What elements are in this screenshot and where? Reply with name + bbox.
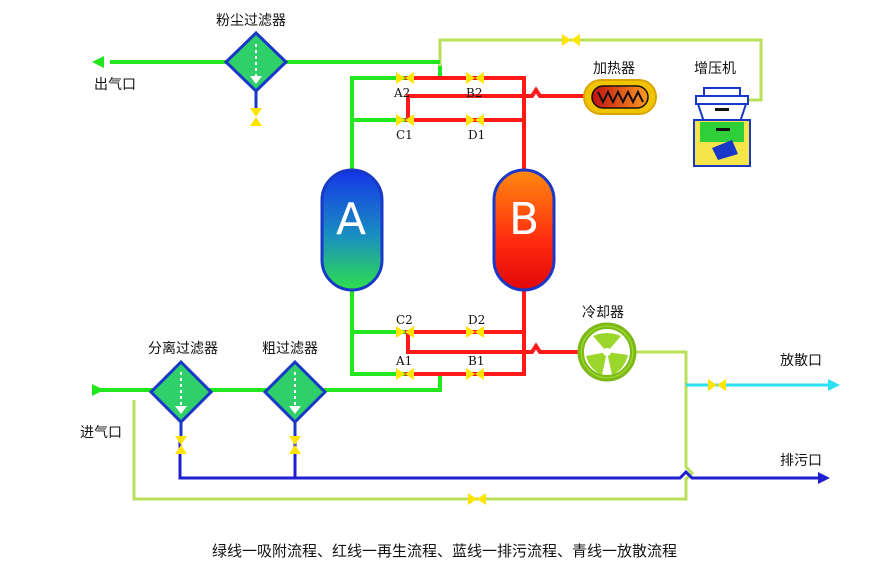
loop-lines xyxy=(132,38,763,501)
cooler[interactable] xyxy=(577,322,637,382)
valve-d2-label: D2 xyxy=(468,313,486,327)
valve-d2[interactable] xyxy=(466,326,484,338)
outlet-label: 出气口 xyxy=(94,77,136,93)
valve-a1-label: A1 xyxy=(396,354,413,368)
valve-b1-label: B1 xyxy=(468,354,485,368)
coarse-filter-label: 粗过滤器 xyxy=(262,341,318,357)
dust-filter[interactable] xyxy=(223,30,289,110)
valve-d1[interactable] xyxy=(466,114,484,126)
separator-filter-label: 分离过滤器 xyxy=(148,341,218,357)
tower-b[interactable] xyxy=(492,168,556,292)
valve-dust-drain[interactable] xyxy=(250,108,262,126)
valve-c1-label: C1 xyxy=(396,128,413,142)
valve-d1-label: D1 xyxy=(468,128,486,142)
valve-vent[interactable] xyxy=(708,379,726,391)
valve-c1[interactable] xyxy=(396,114,414,126)
vent-label: 放散口 xyxy=(780,353,822,369)
separator-filter[interactable] xyxy=(148,359,214,438)
valve-coarse-drain[interactable] xyxy=(289,436,301,454)
tower-a[interactable] xyxy=(320,168,384,292)
legend-caption: 绿线一吸附流程、红线一再生流程、蓝线一排污流程、青线一放散流程 xyxy=(211,542,677,560)
drain-arrow xyxy=(818,472,830,484)
drain-label: 排污口 xyxy=(780,453,822,469)
inlet-arrow xyxy=(92,384,104,396)
coarse-filter[interactable] xyxy=(262,359,328,438)
valve-b2[interactable] xyxy=(466,72,484,84)
valve-b1[interactable] xyxy=(466,368,484,380)
cooler-label: 冷却器 xyxy=(582,305,624,321)
dust-filter-label: 粉尘过滤器 xyxy=(216,13,286,29)
valve-loop-top[interactable] xyxy=(562,34,580,46)
valve-c2-label: C2 xyxy=(396,313,413,327)
inlet-label: 进气口 xyxy=(80,425,122,441)
valve-a2[interactable] xyxy=(396,72,414,84)
valve-separator-drain[interactable] xyxy=(175,436,187,454)
heater-label: 加热器 xyxy=(593,61,635,77)
valve-a1[interactable] xyxy=(396,368,414,380)
valve-c2[interactable] xyxy=(396,326,414,338)
tower-b-label: B xyxy=(509,194,540,245)
heater[interactable] xyxy=(583,79,657,115)
drain-lines xyxy=(178,438,820,480)
tower-a-label: A xyxy=(336,194,367,245)
valve-a2-label: A2 xyxy=(394,86,411,100)
blower-label: 增压机 xyxy=(694,61,736,77)
valve-loop-bottom[interactable] xyxy=(468,493,486,505)
vent-arrow xyxy=(828,379,840,391)
outlet-arrow xyxy=(92,56,104,68)
regeneration-lines xyxy=(405,76,584,376)
valve-b2-label: B2 xyxy=(466,86,483,100)
blower[interactable] xyxy=(693,87,751,167)
